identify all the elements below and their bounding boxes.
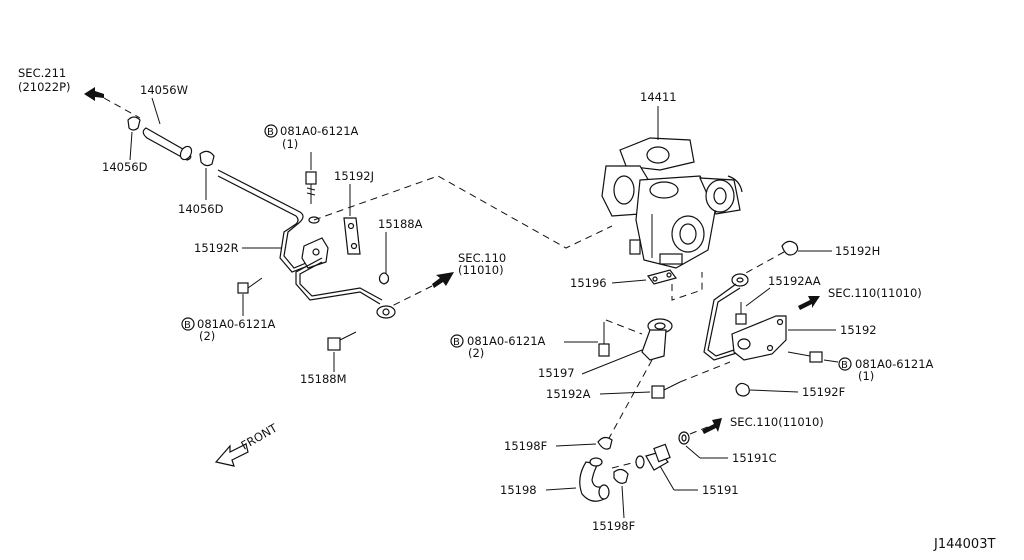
turbocharger-14411 — [601, 137, 743, 269]
label-bolt2: 081A0-6121A — [197, 317, 276, 331]
clip-15188A — [378, 272, 390, 285]
sec110-ref-a: SEC.110 — [458, 251, 506, 265]
bracket-15192J — [343, 217, 361, 255]
bolt-symbol-icon-4: B — [838, 357, 852, 371]
connector-15191 — [635, 443, 671, 471]
svg-text:B: B — [841, 360, 848, 371]
label-15198F-b: 15198F — [592, 519, 635, 533]
sec211-arrow-icon — [84, 87, 141, 119]
label-15198: 15198 — [500, 483, 537, 497]
label-15192AA: 15192AA — [768, 274, 821, 288]
clamp-14056D-a — [127, 116, 141, 131]
label-15192J: 15192J — [334, 169, 374, 183]
svg-text:B: B — [184, 320, 191, 331]
bolt-symbol-icon-1: B — [264, 124, 278, 138]
label-15196: 15196 — [570, 276, 607, 290]
sec110-ref-b: SEC.110(11010) — [828, 286, 922, 300]
hose-14056W — [142, 127, 193, 161]
label-bolt2-qty: (2) — [199, 329, 215, 343]
bolt-15192A — [651, 381, 681, 399]
label-14056W: 14056W — [140, 83, 188, 97]
oil-pipe-15192 — [703, 283, 787, 361]
bolt-symbol-icon-2: B — [181, 317, 195, 331]
sec110-arrow-icon-c — [702, 418, 722, 434]
label-bolt4: 081A0-6121A — [855, 357, 934, 371]
bolt-15188M — [327, 331, 357, 351]
front-label: FRONT — [239, 420, 281, 452]
clamp-14056D-b — [199, 150, 215, 167]
label-bolt3-qty: (2) — [468, 346, 484, 360]
label-15198F-a: 15198F — [504, 439, 547, 453]
label-15192A: 15192A — [546, 387, 591, 401]
bolt-symbol-icon-3: B — [450, 334, 464, 348]
hose-15198 — [579, 457, 610, 502]
diagram-code: J144003T — [933, 537, 995, 552]
sec110-ref-c: SEC.110(11010) — [730, 415, 824, 429]
sec211-sub: (21022P) — [18, 80, 71, 94]
clamp-15198F-a — [597, 436, 613, 450]
label-15191: 15191 — [702, 483, 739, 497]
label-14056D-a: 14056D — [102, 160, 148, 174]
label-15197: 15197 — [538, 366, 575, 380]
label-bolt1-qty: (1) — [282, 137, 298, 151]
front-arrow-icon — [214, 443, 249, 467]
label-14411: 14411 — [640, 90, 677, 104]
bolt-081A0-6121A-2 — [237, 277, 263, 294]
sec110-arrow-icon-a — [391, 272, 454, 307]
sec211-ref: SEC.211 — [18, 66, 66, 80]
svg-text:B: B — [453, 337, 460, 348]
bolt-081A0-6121A-1 — [305, 171, 317, 204]
oil-pipe-15192R — [217, 169, 396, 319]
label-bolt4-qty: (1) — [858, 369, 874, 383]
sec110-arrow-icon-b — [798, 296, 820, 310]
label-15188M: 15188M — [300, 372, 347, 386]
label-14056D-b: 14056D — [178, 202, 224, 216]
svg-text:B: B — [267, 127, 274, 138]
sec110-sub-a: (11010) — [458, 263, 504, 277]
banjo-15192F — [735, 382, 750, 397]
bolt-081A0-6121A-4 — [787, 351, 823, 363]
label-15188A: 15188A — [378, 217, 423, 231]
label-bolt1: 081A0-6121A — [280, 124, 359, 138]
banjo-15192H — [781, 240, 799, 256]
label-15192F: 15192F — [802, 385, 845, 399]
washer-15192AA — [731, 273, 749, 325]
bolt-081A0-6121A-3 — [598, 322, 610, 357]
gasket-15196 — [646, 269, 678, 285]
label-15192H: 15192H — [835, 244, 880, 258]
fitting-15197 — [641, 318, 673, 361]
label-15192R: 15192R — [194, 241, 239, 255]
label-bolt3: 081A0-6121A — [467, 334, 546, 348]
clamp-15198F-b — [613, 468, 629, 484]
label-15192: 15192 — [840, 323, 877, 337]
washer-15191C — [678, 431, 690, 445]
label-15191C: 15191C — [732, 451, 777, 465]
